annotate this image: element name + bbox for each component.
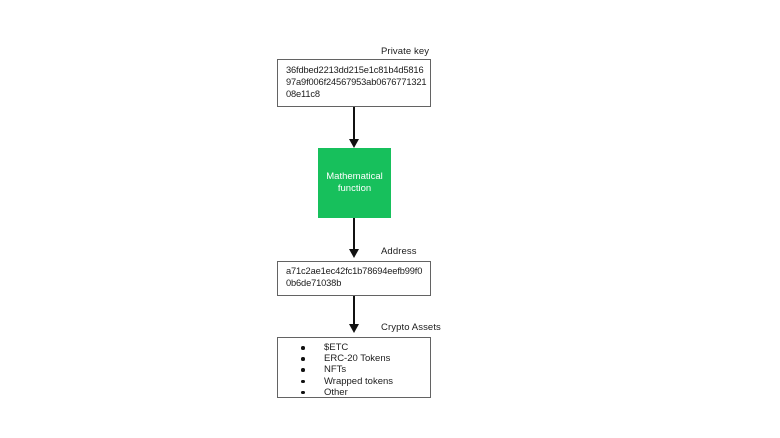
asset-label: Wrapped tokens [324, 375, 394, 387]
crypto-assets-list: $ETC ERC-20 Tokens NFTs Wrapped tokens O… [278, 342, 430, 398]
list-item: NFTs [278, 364, 430, 375]
arrow-head-icon [348, 139, 359, 148]
bullet-icon [301, 346, 305, 350]
bullet-icon [301, 390, 305, 395]
address-box: a71c2ae1ec42fc1b78694eefb99f0 0b6de71038… [277, 261, 431, 296]
arrow-line-key-to-function [353, 107, 355, 140]
asset-label: Other [324, 386, 348, 398]
crypto-assets-box: $ETC ERC-20 Tokens NFTs Wrapped tokens O… [277, 337, 431, 398]
arrow-head-icon [348, 324, 359, 333]
asset-label: ERC-20 Tokens [324, 353, 391, 365]
arrow-head-icon [348, 249, 359, 258]
mathematical-function-box: Mathematical function [318, 148, 391, 218]
list-item: $ETC [278, 342, 430, 353]
bullet-icon [301, 357, 305, 361]
asset-label: NFTs [324, 364, 347, 376]
crypto-assets-label: Crypto Assets [381, 322, 441, 333]
private-key-box: 36fdbed2213dd215e1c81b4d5816 97a9f006f24… [277, 59, 431, 107]
arrow-line-function-to-address [353, 218, 355, 250]
private-key-label: Private key [381, 46, 430, 57]
list-item: ERC-20 Tokens [278, 353, 430, 364]
list-item: Other [278, 387, 430, 398]
asset-label: $ETC [324, 342, 349, 353]
address-label: Address [381, 246, 417, 257]
list-item: Wrapped tokens [278, 376, 430, 387]
arrow-line-address-to-assets [353, 296, 355, 325]
bullet-icon [301, 368, 305, 372]
bullet-icon [301, 379, 305, 384]
